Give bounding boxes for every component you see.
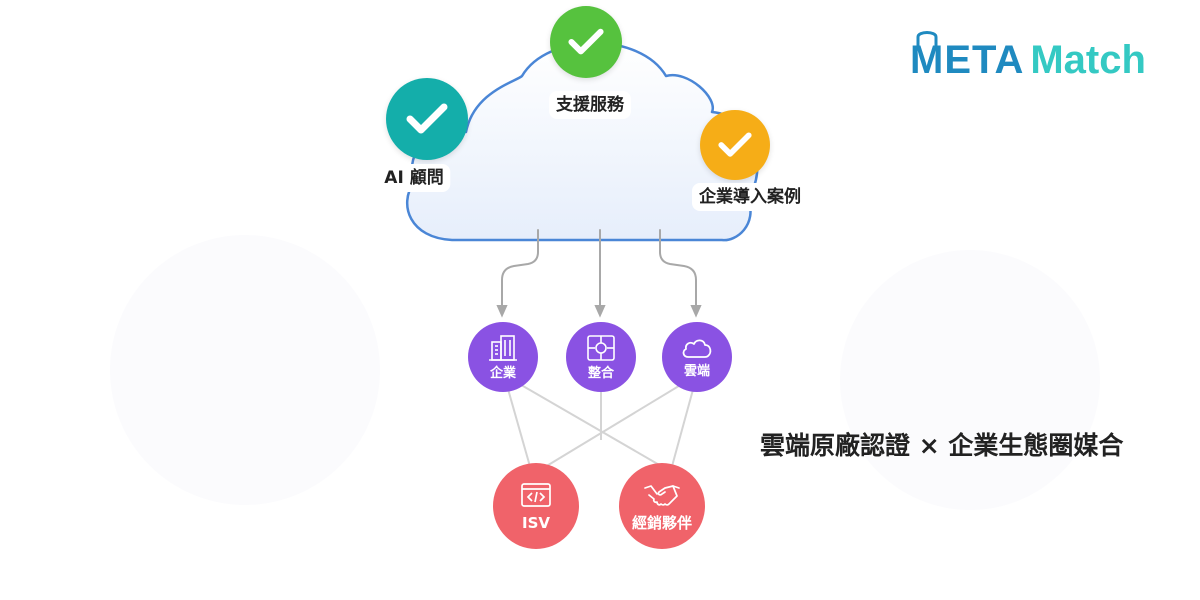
logo-match: Match [1030,37,1146,82]
node-label-integration: 整合 [587,365,614,381]
node-label-enterprise: 企業 [489,365,516,381]
check-badge-cases [700,110,770,180]
cloud-icon [682,338,712,358]
brand-logo: META Match [910,31,1146,84]
node-reseller: 經銷夥伴 [619,463,705,549]
node-enterprise: 企業 [468,322,538,392]
node-cloud: 雲端 [662,322,732,392]
benefit-label-support: 支援服務 [549,91,631,119]
cloud-connector-arrows [496,229,702,318]
check-badge-ai [386,78,468,160]
code-window-icon [521,483,551,507]
link-cloud-isv [539,374,698,471]
arrow-to-enterprise [496,229,539,318]
logo-meta: META [910,37,1025,82]
check-icon [568,28,604,55]
node-label-cloud: 雲端 [683,363,710,379]
benefit-label-ai: AI 顧問 [377,164,451,192]
node-label-reseller: 經銷夥伴 [631,514,692,532]
arrow-to-cloud [659,229,702,318]
link-enterprise-reseller [503,374,669,471]
shopping-bag-icon [916,31,938,46]
node-isv: ISV [493,463,579,549]
check-badge-support [550,6,622,78]
puzzle-icon [587,334,615,361]
handshake-icon [644,485,680,506]
node-integration: 整合 [566,322,636,392]
check-icon [406,103,448,134]
building-icon [489,334,517,361]
node-label-isv: ISV [522,514,550,532]
background-circle-left [110,235,380,505]
check-icon [718,132,752,157]
benefit-label-cases: 企業導入案例 [692,183,808,211]
headline: 雲端原廠認證 × 企業生態圈媒合 [760,431,1124,460]
background-circle-right [840,250,1100,510]
